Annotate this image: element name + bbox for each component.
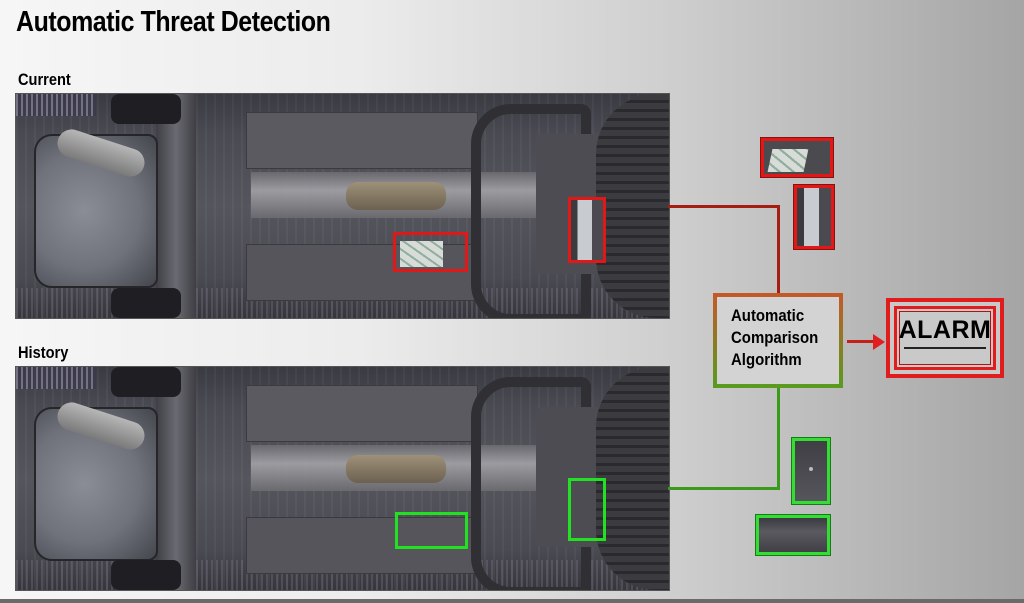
bottom-border bbox=[0, 599, 1024, 603]
history-undercarriage-image bbox=[15, 366, 670, 591]
page-title: Automatic Threat Detection bbox=[16, 6, 331, 38]
connector-current-vertical bbox=[777, 205, 780, 295]
baseline-thumbnail-floor bbox=[756, 515, 830, 555]
current-undercarriage-image bbox=[15, 93, 670, 319]
algorithm-label: Automatic Comparison Algorithm bbox=[731, 306, 819, 369]
connector-current-to-algorithm bbox=[668, 205, 780, 208]
vehicle-undercarriage-current bbox=[16, 94, 669, 318]
connector-history-to-algorithm bbox=[668, 487, 780, 490]
threat-box-floor bbox=[393, 232, 468, 272]
baseline-thumbnail-engine bbox=[792, 438, 830, 504]
alarm-box: ALARM bbox=[886, 298, 1004, 378]
arrow-right-icon bbox=[873, 334, 885, 350]
alarm-label: ALARM bbox=[898, 316, 992, 344]
history-label: History bbox=[18, 343, 69, 362]
baseline-box-engine bbox=[568, 478, 606, 541]
threat-thumbnail-package bbox=[761, 138, 833, 177]
comparison-algorithm-box: Automatic Comparison Algorithm bbox=[713, 293, 843, 388]
threat-thumbnail-plate bbox=[794, 185, 834, 249]
current-label: Current bbox=[18, 70, 71, 89]
alarm-underline bbox=[904, 347, 986, 349]
baseline-box-floor bbox=[395, 512, 468, 549]
arrow-shaft bbox=[847, 340, 877, 343]
connector-history-vertical bbox=[777, 386, 780, 490]
vehicle-undercarriage-history bbox=[16, 367, 669, 590]
threat-box-engine bbox=[568, 197, 606, 263]
